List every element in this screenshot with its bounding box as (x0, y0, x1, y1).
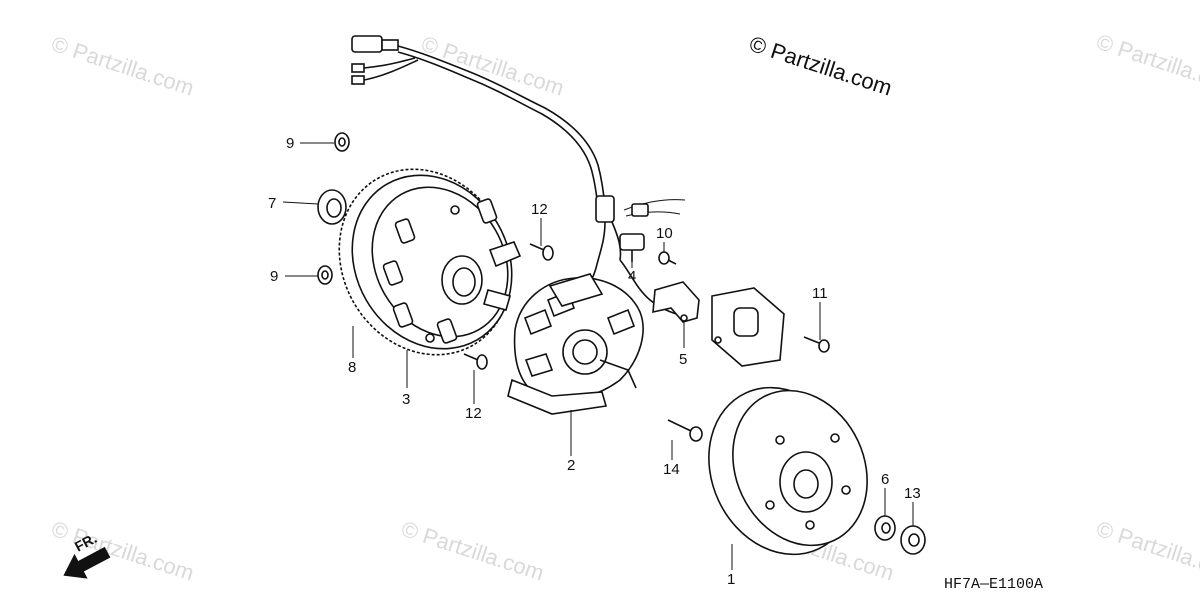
watermark-text: © Partzilla.com (1093, 29, 1200, 99)
callout-8: 8 (348, 359, 356, 376)
screw-lower (463, 353, 488, 370)
callout-10: 10 (656, 225, 673, 242)
callout-numbers: 9 7 9 12 10 4 11 5 8 3 12 2 14 6 13 1 (268, 135, 921, 588)
callout-5: 5 (679, 351, 687, 368)
leader-lines (282, 142, 914, 570)
pulser-generator (619, 233, 645, 262)
watermark-text: © Partzilla.com (398, 516, 547, 586)
brand-label: © Partzilla.com (746, 31, 895, 101)
bolt-10 (658, 251, 677, 265)
callout-2: 2 (567, 457, 575, 474)
washer-lower (317, 265, 333, 285)
callout-9-lower: 9 (270, 268, 278, 285)
screw-upper (529, 243, 554, 261)
oil-seal (317, 189, 347, 225)
callout-3: 3 (402, 391, 410, 408)
callout-11: 11 (812, 285, 828, 302)
washer-upper (334, 132, 350, 152)
callout-4: 4 (628, 268, 636, 285)
watermark-text: © Partzilla.com (48, 31, 197, 101)
flange-bolt (667, 419, 703, 442)
callout-7: 7 (268, 195, 276, 212)
callout-6: 6 (881, 471, 889, 488)
callout-9-upper: 9 (286, 135, 294, 152)
callout-13: 13 (904, 485, 921, 502)
pulser-coil (711, 287, 785, 367)
watermark-text: © Partzilla.com (1093, 516, 1200, 586)
stator (507, 273, 644, 415)
watermark-text: © Partzilla.com (418, 31, 567, 101)
left-crankcase-cover (338, 168, 522, 356)
washer-6 (874, 515, 896, 541)
callout-14: 14 (663, 461, 680, 478)
flywheel-rotor (708, 386, 868, 556)
flange-nut (900, 525, 926, 555)
wire-clamp (652, 281, 700, 323)
diagram-code: HF7A—E1100A (944, 576, 1043, 593)
wire-harness (351, 35, 691, 319)
bolt-11 (803, 336, 830, 353)
callout-1: 1 (727, 571, 735, 588)
callout-12-upper: 12 (531, 201, 548, 218)
callout-12-lower: 12 (465, 405, 482, 422)
